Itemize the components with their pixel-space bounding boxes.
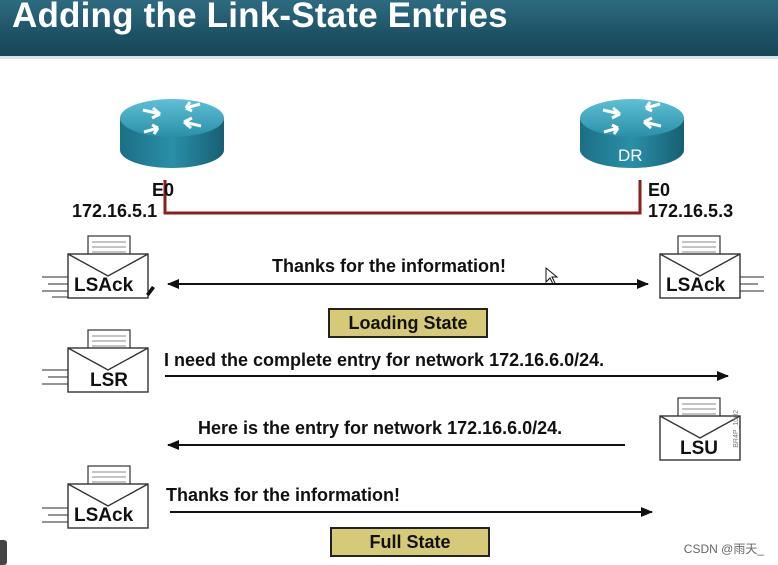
cursor-icon (545, 266, 559, 285)
envelope-lsack-dr-icon (659, 235, 764, 299)
ethernet-link (163, 180, 642, 215)
message-lsr-request: I need the complete entry for network 17… (164, 350, 605, 370)
packet-lsack-dr-label: LSAck (666, 275, 726, 296)
envelope-lsack-1-icon (42, 235, 149, 299)
right-ip-label: 172.16.5.3 (648, 201, 734, 221)
router-left-icon (120, 99, 224, 168)
left-ip-label: 172.16.5.1 (72, 201, 158, 221)
figure-code: BR4P_1002 (733, 410, 740, 448)
page-title: Adding the Link-State Entries (12, 0, 508, 35)
loading-state-box: Loading State (328, 308, 488, 338)
router-dr-label: DR (618, 146, 643, 165)
message-lsu-reply: Here is the entry for network 172.16.6.0… (198, 418, 563, 438)
title-bar: Adding the Link-State Entries (0, 0, 778, 56)
packet-lsack-2-label: LSAck (74, 505, 134, 526)
router-dr-icon (580, 99, 684, 168)
packet-lsr-label: LSR (90, 370, 128, 391)
full-state-box: Full State (330, 527, 490, 557)
packet-lsu-label: LSU (680, 438, 718, 459)
watermark: CSDN @雨天_ (683, 542, 764, 556)
envelope-lsu-icon (659, 397, 741, 461)
pen-cursor-icon (146, 286, 155, 296)
title-divider (0, 56, 778, 59)
message-thanks-1: Thanks for the information! (272, 256, 506, 276)
packet-lsack-1-label: LSAck (74, 275, 134, 296)
window-edge-handle (0, 540, 7, 565)
left-interface-label: E0 (152, 180, 175, 200)
message-thanks-2: Thanks for the information! (166, 485, 400, 505)
envelope-lsack-2-icon (42, 465, 149, 529)
right-interface-label: E0 (648, 180, 671, 200)
envelope-lsr-icon (42, 329, 149, 393)
